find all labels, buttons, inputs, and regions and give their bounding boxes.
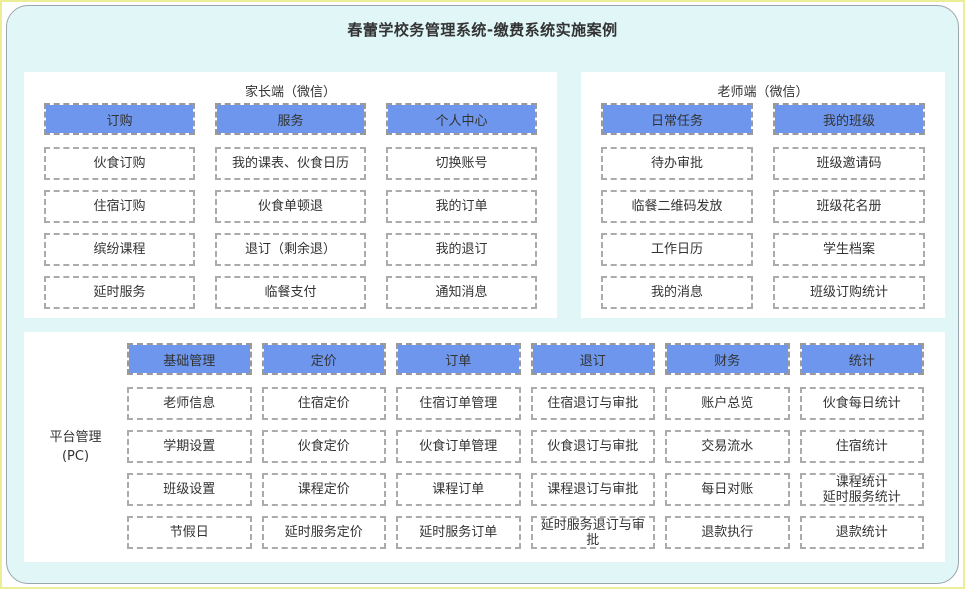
module-item: 切换账号 bbox=[386, 147, 537, 180]
module-item: 住宿订单管理 bbox=[396, 387, 521, 420]
module-item: 退订（剩余退） bbox=[215, 233, 366, 266]
panel-parent-title: 家长端（微信） bbox=[244, 85, 336, 100]
module-item: 通知消息 bbox=[386, 276, 537, 309]
module-item: 伙食定价 bbox=[261, 430, 386, 463]
module-item: 学生档案 bbox=[773, 233, 925, 266]
platform-columns: 基础管理老师信息学期设置班级设置节假日定价住宿定价伙食定价课程定价延时服务定价订… bbox=[127, 332, 945, 562]
module-item: 班级邀请码 bbox=[773, 147, 925, 180]
module-item: 我的消息 bbox=[601, 276, 753, 309]
module-column: 我的班级班级邀请码班级花名册学生档案班级订购统计 bbox=[773, 103, 925, 309]
module-item: 学期设置 bbox=[127, 430, 252, 463]
module-header: 统计 bbox=[799, 343, 924, 375]
module-item: 节假日 bbox=[127, 516, 252, 549]
module-item: 延时服务退订与审批 bbox=[530, 516, 655, 549]
top-row: 家长端（微信） 订购伙食订购住宿订购缤纷课程延时服务服务我的课表、伙食日历伙食单… bbox=[24, 72, 945, 318]
module-column: 订购伙食订购住宿订购缤纷课程延时服务 bbox=[44, 103, 195, 309]
platform-label: 平台管理 (PC) bbox=[49, 430, 102, 464]
module-item: 延时服务订单 bbox=[396, 516, 521, 549]
module-header: 日常任务 bbox=[601, 103, 753, 135]
module-item: 交易流水 bbox=[665, 430, 790, 463]
module-item: 班级订购统计 bbox=[773, 276, 925, 309]
module-column: 财务账户总览交易流水每日对账退款执行 bbox=[665, 343, 790, 549]
module-column: 服务我的课表、伙食日历伙食单顿退退订（剩余退） 临餐支付 bbox=[215, 103, 366, 309]
module-item: 工作日历 bbox=[601, 233, 753, 266]
module-item: 伙食退订与审批 bbox=[530, 430, 655, 463]
module-item: 缤纷课程 bbox=[44, 233, 195, 266]
module-item: 账户总览 bbox=[665, 387, 790, 420]
module-header: 服务 bbox=[215, 103, 366, 135]
module-item: 班级花名册 bbox=[773, 190, 925, 223]
parent-columns: 订购伙食订购住宿订购缤纷课程延时服务服务我的课表、伙食日历伙食单顿退退订（剩余退… bbox=[24, 103, 557, 309]
module-header: 退订 bbox=[530, 343, 655, 375]
module-item: 我的订单 bbox=[386, 190, 537, 223]
module-item: 每日对账 bbox=[665, 473, 790, 506]
module-item: 退款统计 bbox=[799, 516, 924, 549]
module-item: 伙食订单管理 bbox=[396, 430, 521, 463]
module-column: 个人中心切换账号我的订单我的退订通知消息 bbox=[386, 103, 537, 309]
module-item: 延时服务 bbox=[44, 276, 195, 309]
module-item: 待办审批 bbox=[601, 147, 753, 180]
module-column: 定价住宿定价伙食定价课程定价延时服务定价 bbox=[261, 343, 386, 549]
module-header: 基础管理 bbox=[127, 343, 252, 375]
module-item: 伙食订购 bbox=[44, 147, 195, 180]
module-column: 统计伙食每日统计住宿统计课程统计 延时服务统计退款统计 bbox=[799, 343, 924, 549]
module-item: 我的课表、伙食日历 bbox=[215, 147, 366, 180]
panel-parent-wechat: 家长端（微信） 订购伙食订购住宿订购缤纷课程延时服务服务我的课表、伙食日历伙食单… bbox=[24, 72, 557, 318]
module-item: 课程订单 bbox=[396, 473, 521, 506]
panel-teacher-title: 老师端（微信） bbox=[717, 85, 809, 100]
module-header: 订单 bbox=[396, 343, 521, 375]
module-column: 日常任务待办审批临餐二维码发放工作日历我的消息 bbox=[601, 103, 753, 309]
module-item: 临餐二维码发放 bbox=[601, 190, 753, 223]
panel-platform-pc: 平台管理 (PC) 基础管理老师信息学期设置班级设置节假日定价住宿定价伙食定价课… bbox=[24, 332, 945, 562]
module-header: 订购 bbox=[44, 103, 195, 135]
page-title: 春蕾学校务管理系统-缴费系统实施案例 bbox=[347, 21, 618, 39]
module-item: 住宿定价 bbox=[261, 387, 386, 420]
module-header: 我的班级 bbox=[773, 103, 925, 135]
module-item: 住宿退订与审批 bbox=[530, 387, 655, 420]
module-item: 住宿订购 bbox=[44, 190, 195, 223]
module-column: 基础管理老师信息学期设置班级设置节假日 bbox=[127, 343, 252, 549]
module-column: 退订住宿退订与审批伙食退订与审批课程退订与审批延时服务退订与审批 bbox=[530, 343, 655, 549]
module-item: 老师信息 bbox=[127, 387, 252, 420]
module-item: 班级设置 bbox=[127, 473, 252, 506]
module-column: 订单住宿订单管理伙食订单管理课程订单延时服务订单 bbox=[396, 343, 521, 549]
module-item: 住宿统计 bbox=[799, 430, 924, 463]
module-item: 课程统计 延时服务统计 bbox=[799, 473, 924, 506]
module-item: 伙食每日统计 bbox=[799, 387, 924, 420]
module-item: 退款执行 bbox=[665, 516, 790, 549]
module-item: 延时服务定价 bbox=[261, 516, 386, 549]
module-item: 课程定价 bbox=[261, 473, 386, 506]
module-item: 我的退订 bbox=[386, 233, 537, 266]
module-item: 伙食单顿退 bbox=[215, 190, 366, 223]
module-header: 定价 bbox=[261, 343, 386, 375]
module-header: 个人中心 bbox=[386, 103, 537, 135]
module-header: 财务 bbox=[665, 343, 790, 375]
panel-teacher-wechat: 老师端（微信） 日常任务待办审批临餐二维码发放工作日历我的消息我的班级班级邀请码… bbox=[581, 72, 945, 318]
module-item: 课程退订与审批 bbox=[530, 473, 655, 506]
module-item: 临餐支付 bbox=[215, 276, 366, 309]
teacher-columns: 日常任务待办审批临餐二维码发放工作日历我的消息我的班级班级邀请码班级花名册学生档… bbox=[581, 103, 945, 309]
